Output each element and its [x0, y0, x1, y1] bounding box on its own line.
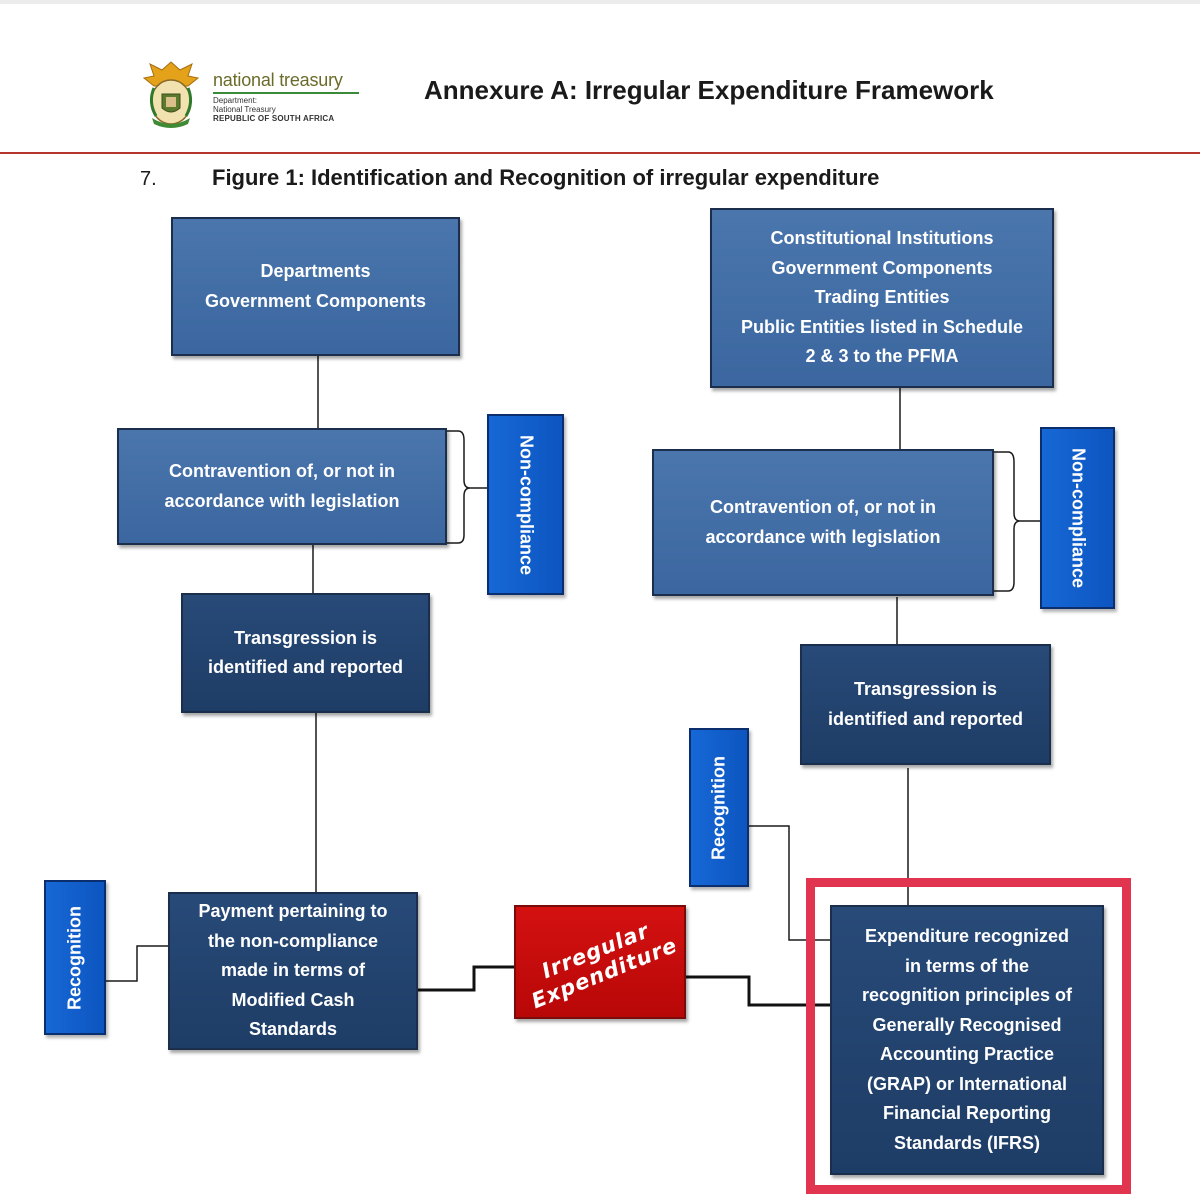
box-transgression-left: Transgression is identified and reported — [181, 593, 430, 713]
recognition-left-connector — [105, 945, 168, 982]
logo-underline — [213, 92, 359, 94]
figure-number: 7. — [140, 168, 157, 190]
logo-country: REPUBLIC OF SOUTH AFRICA — [213, 114, 335, 123]
payment-to-irregular-connector — [418, 965, 514, 992]
box-payment: Payment pertaining to the non-compliance… — [168, 892, 418, 1050]
irregular-to-expenditure-connector — [686, 975, 830, 1007]
document-title: Annexure A: Irregular Expenditure Framew… — [424, 75, 994, 105]
label-non-compliance-right: Non-compliance — [1040, 427, 1115, 609]
label-recognition-left: Recognition — [44, 880, 106, 1035]
top-band — [0, 0, 1200, 4]
header-rule — [0, 152, 1200, 154]
coat-of-arms-icon — [142, 61, 200, 128]
logo-name: national treasury — [213, 70, 343, 90]
label-non-compliance-left: Non-compliance — [487, 414, 564, 595]
logo-dept-line-3: REPUBLIC OF SOUTH AFRICA — [213, 114, 334, 123]
non-compliance-right-text: Non-compliance — [1068, 447, 1088, 589]
recognition-left-text: Recognition — [64, 905, 85, 1010]
box-contravention-right: Contravention of, or not in accordance w… — [652, 449, 994, 596]
non-compliance-left-text: Non-compliance — [516, 434, 536, 575]
box-expenditure-recognized: Expenditure recognized in terms of the r… — [830, 905, 1104, 1175]
logo-dept-line-1: Department: — [213, 96, 258, 105]
box-contravention-left: Contravention of, or not in accordance w… — [117, 428, 447, 545]
national-treasury-logo: national treasury Department: National T… — [140, 58, 370, 132]
figure-title: Figure 1: Identification and Recognition… — [212, 165, 880, 190]
brace-right — [994, 451, 1040, 592]
logo-dept-line-2: National Treasury — [213, 105, 276, 114]
brace-left — [447, 430, 487, 544]
irregular-expenditure-text: Irregular Expenditure — [528, 918, 681, 1014]
box-transgression-right: Transgression is identified and reported — [800, 644, 1051, 765]
recognition-right-text: Recognition — [708, 755, 729, 860]
box-constitutional-institutions: Constitutional Institutions Government C… — [710, 208, 1054, 388]
label-recognition-right: Recognition — [689, 728, 749, 887]
box-departments: Departments Government Components — [171, 217, 460, 356]
box-irregular-expenditure: Irregular Expenditure — [514, 905, 686, 1019]
highlight-frame — [806, 878, 1131, 1194]
logo-department: Department: National Treasury REPUBLIC O… — [213, 96, 334, 123]
